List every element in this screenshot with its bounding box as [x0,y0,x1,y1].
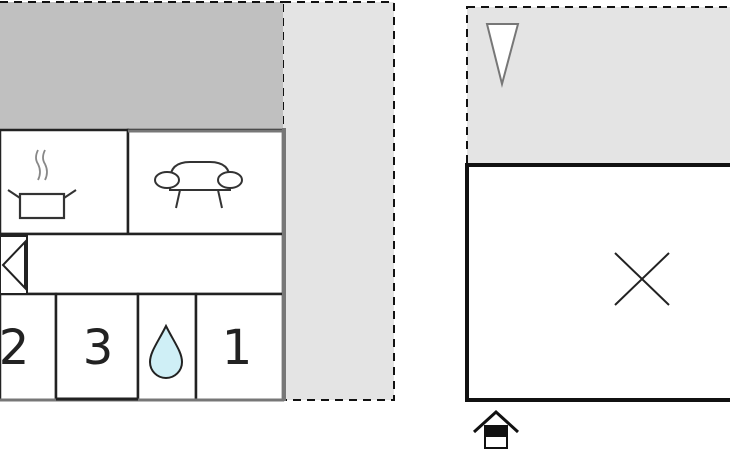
cooking-pot-icon [7,149,77,220]
cross-mark-icon [614,252,670,306]
room-number-2: 2 [0,320,30,376]
sofa-icon [154,161,243,209]
room-number-1: 1 [221,320,253,376]
room-number-3: 3 [82,320,114,376]
upper-room-area [0,2,283,130]
room-1 [194,292,285,402]
water-drop-icon [148,323,184,379]
annex-room [465,163,730,402]
door-arrow-icon [0,235,28,295]
terrace-area [282,1,395,401]
corridor [0,232,285,296]
triangle-marker-icon [485,23,520,88]
outdoor-area [466,6,730,166]
entrance-house-icon [472,409,520,449]
